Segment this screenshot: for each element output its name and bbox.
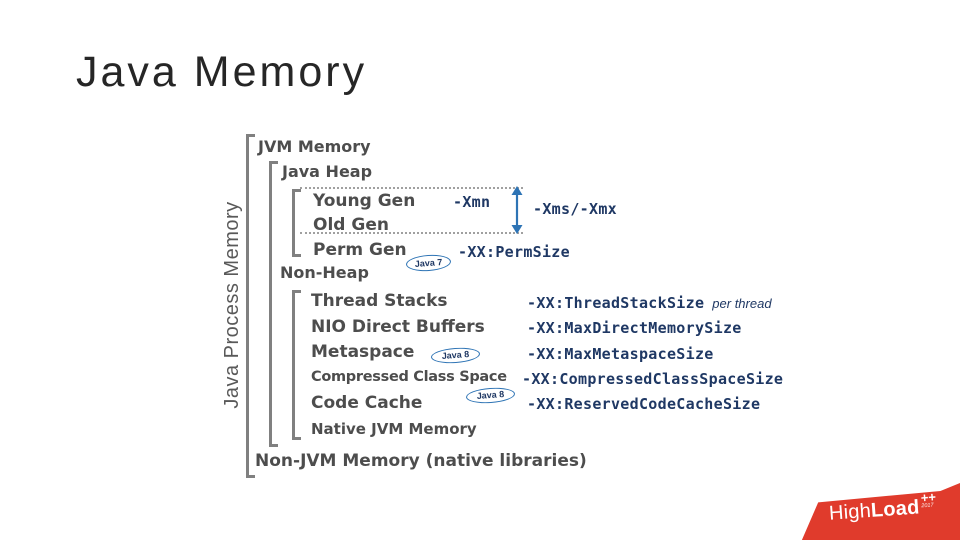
node-young-gen: Young Gen	[313, 191, 416, 211]
flag-xms-xmx: -Xms/-Xmx	[533, 200, 617, 218]
bracket-non-heap-children	[292, 290, 301, 440]
bracket-java-heap-children	[292, 189, 301, 257]
node-nio-direct-buffers: NIO Direct Buffers	[311, 317, 485, 337]
node-perm-gen: Perm Gen	[313, 240, 407, 260]
node-jvm-memory: JVM Memory	[258, 137, 371, 156]
node-non-jvm-memory: Non-JVM Memory (native libraries)	[255, 451, 587, 471]
dotted-line-heap-bottom	[300, 232, 523, 234]
node-code-cache: Code Cache	[311, 393, 423, 413]
logo-year: 2017	[921, 502, 934, 510]
logo-text-load: Load	[870, 496, 921, 522]
heap-size-double-arrow-icon	[511, 186, 523, 234]
per-thread-note: per thread	[712, 296, 772, 311]
node-non-heap: Non-Heap	[280, 263, 369, 282]
badge-java8-metaspace: Java 8	[430, 346, 481, 365]
node-old-gen: Old Gen	[313, 215, 389, 235]
node-metaspace: Metaspace	[311, 342, 415, 362]
flag-thread-stack-size-text: -XX:ThreadStackSize	[527, 294, 705, 312]
flag-max-metaspace-size: -XX:MaxMetaspaceSize	[527, 345, 714, 363]
flag-perm-size: -XX:PermSize	[458, 243, 570, 261]
flag-reserved-code-cache-size: -XX:ReservedCodeCacheSize	[527, 395, 761, 413]
flag-compressed-class-space-size: -XX:CompressedClassSpaceSize	[522, 370, 784, 388]
node-thread-stacks: Thread Stacks	[311, 291, 448, 311]
logo-text-high: High	[828, 499, 872, 525]
node-native-jvm-memory: Native JVM Memory	[311, 420, 477, 438]
flag-xmn: -Xmn	[453, 193, 491, 211]
flag-thread-stack-size: -XX:ThreadStackSize per thread	[527, 295, 772, 312]
dotted-line-heap-top	[300, 187, 523, 189]
badge-java8-code-cache: Java 8	[465, 386, 516, 405]
flag-max-direct-memory-size: -XX:MaxDirectMemorySize	[527, 319, 742, 337]
page-title: Java Memory	[76, 48, 368, 96]
side-label-java-process-memory: Java Process Memory	[221, 201, 243, 409]
bracket-java-process-memory	[246, 134, 255, 478]
bracket-jvm-memory-children	[269, 161, 278, 447]
node-java-heap: Java Heap	[282, 162, 373, 181]
logo-plusplus-year: ++ 2017	[920, 489, 937, 510]
badge-java7: Java 7	[405, 253, 452, 273]
logo-plusplus: ++	[920, 489, 937, 506]
node-compressed-class-space: Compressed Class Space	[311, 369, 507, 385]
